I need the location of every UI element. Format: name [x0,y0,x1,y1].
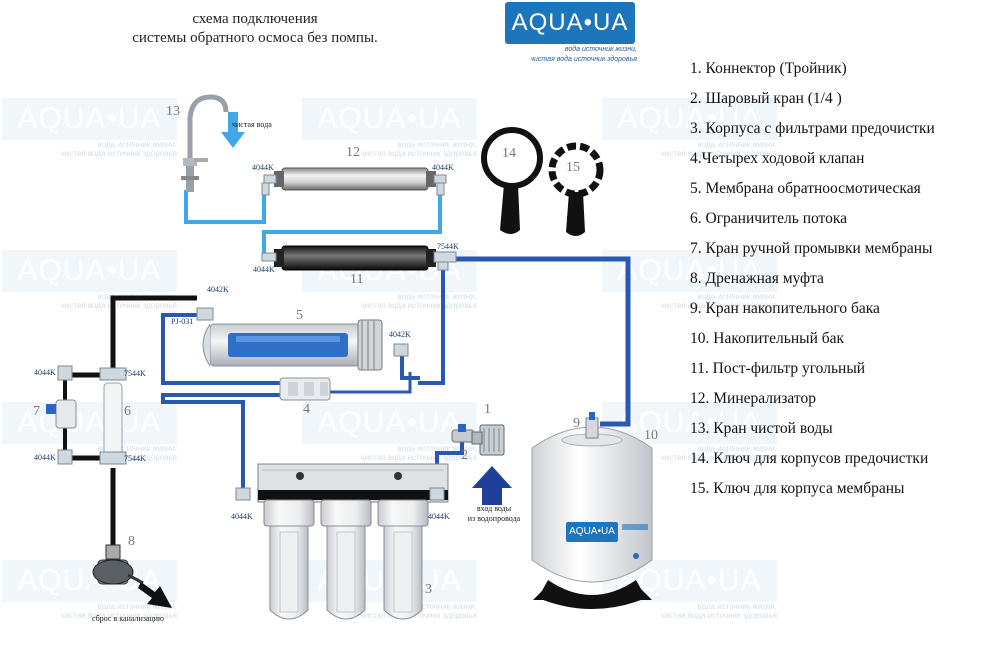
tube-faucet [184,190,266,224]
clean-water-arrow [221,112,245,148]
legend-item: 12. Минерализатор [690,390,816,407]
component-number: 6 [124,404,131,419]
component-number: 9 [573,416,580,431]
fitting-label: PJ-031 [171,317,194,326]
drain-caption: сброс в канализацию [92,614,164,623]
fitting-label: 4044K [34,453,56,462]
component-number: 7 [33,404,40,419]
tube-to-tank [455,256,631,427]
clean-water-faucet [181,94,229,192]
legend-item: 11. Пост-фильтр угольный [690,360,866,377]
tank-logo: AQUA•UA [569,526,615,537]
legend-item: 1. Коннектор (Тройник) [690,60,847,77]
legend-item: 4.Четырех ходовой клапан [690,150,865,167]
mineralizer-cartridge [261,167,447,196]
tube-tee-valve [418,266,445,385]
post-carbon-filter [261,245,457,271]
fitting-label: 4044K [432,163,454,172]
drain-saddle [92,544,144,585]
legend-item: 15. Ключ для корпуса мембраны [690,480,905,497]
legend-item: 5. Мембрана обратноосмотическая [690,180,921,197]
component-number: 15 [566,160,580,175]
component-number: 12 [346,145,360,160]
component-number: 11 [350,272,364,287]
component-number: 5 [296,308,303,323]
component-number: 1 [484,402,491,417]
component-number: 2 [461,448,468,463]
tube-drain-top [110,295,197,375]
legend-item: 7. Кран ручной промывки мембраны [690,240,933,257]
fitting-label: 4044K [34,368,56,377]
fitting-label: 4044K [231,512,253,521]
flush-valve [46,365,77,465]
legend-item: 8. Дренажная муфта [690,270,824,287]
legend-item: 2. Шаровый кран (1/4 ) [690,90,842,107]
fitting-label: 4042K [207,285,229,294]
tube-valve-membrane [161,313,280,385]
ball-valve [451,424,475,443]
fitting-label: 4044K [252,163,274,172]
legend-item: 13. Кран чистой воды [690,420,833,437]
page-title-line2: системы обратного осмоса без помпы. [132,30,378,46]
page-title-line1: схема подключения [192,11,318,27]
membrane-housing-wrench [548,142,604,236]
drain-arrow [138,582,172,608]
tube-membrane-out [400,355,420,380]
legend-item: 3. Корпуса с фильтрами предочистки [690,120,935,137]
ro-membrane-housing [196,307,409,371]
water-inlet-arrow [472,466,512,505]
prefilter-housings [235,463,449,620]
legend-item: 6. Ограничитель потока [690,210,848,227]
water-inlet-caption-line1: вход воды [476,504,512,513]
four-way-valve [279,377,331,401]
fitting-label: 7544K [124,369,146,378]
tube-valve-right [330,372,412,394]
clean-water-caption: чистая вода [232,120,272,129]
prefilter-housing-wrench [481,127,543,234]
component-number: 4 [303,402,310,417]
fitting-label: 7544K [124,454,146,463]
legend-item: 10. Накопительный бак [690,330,845,347]
fitting-label: 4044K [428,512,450,521]
component-legend: 1. Коннектор (Тройник) 2. Шаровый кран (… [690,54,990,504]
flow-restrictor [99,367,127,465]
legend-item: 9. Кран накопительного бака [690,300,880,317]
component-number: 10 [644,428,658,443]
component-number: 8 [128,534,135,549]
tube-mineralizer-postfilter [262,190,442,255]
water-inlet-caption-line2: из водопровода [467,514,521,523]
fitting-label: 7544K [437,242,459,251]
fitting-label: 4044K [253,265,275,274]
component-number: 14 [502,146,516,161]
storage-tank [531,412,653,609]
brand-logo: AQUA•UA вода источник жизни, чистая вода… [505,2,637,64]
fitting-label: 4042K [389,330,411,339]
tube-valve-prefilter [161,393,280,490]
component-number: 13 [166,104,180,119]
legend-item: 14. Ключ для корпусов предочистки [690,450,929,467]
component-number: 3 [425,582,432,597]
tee-connector [471,424,505,456]
